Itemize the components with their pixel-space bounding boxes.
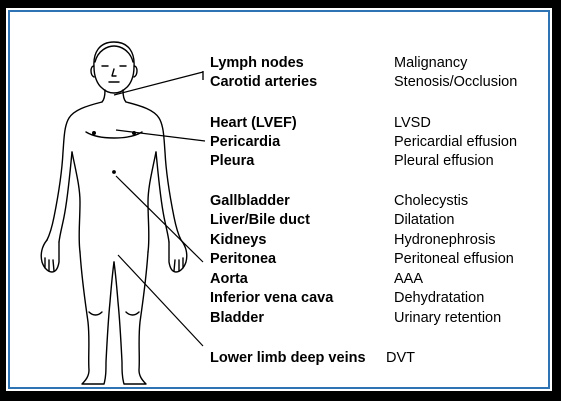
organ-label: Liver/Bile duct: [210, 212, 310, 228]
finding-label: AAA: [394, 271, 423, 287]
finding-label: Pericardial effusion: [394, 134, 517, 150]
organ-label: Pleura: [210, 153, 254, 169]
finding-label: Dilatation: [394, 212, 454, 228]
finding-label: Dehydratation: [394, 290, 484, 306]
organ-label: Peritonea: [210, 251, 276, 267]
organ-label: Heart (LVEF): [210, 115, 297, 131]
organ-label: Bladder: [210, 310, 264, 326]
finding-label: DVT: [386, 350, 415, 366]
organ-label: Carotid arteries: [210, 74, 317, 90]
organ-label: Lymph nodes: [210, 55, 304, 71]
finding-label: Stenosis/Occlusion: [394, 74, 517, 90]
leader-abdomen: [116, 176, 203, 262]
finding-label: Urinary retention: [394, 310, 501, 326]
leader-neck: [114, 72, 203, 95]
organ-label: Inferior vena cava: [210, 290, 333, 306]
finding-label: LVSD: [394, 115, 431, 131]
leader-legs: [118, 255, 203, 346]
finding-label: Malignancy: [394, 55, 467, 71]
organ-label: Aorta: [210, 271, 248, 287]
finding-label: Peritoneal effusion: [394, 251, 514, 267]
organ-label: Pericardia: [210, 134, 280, 150]
organ-label: Lower limb deep veins: [210, 350, 366, 366]
finding-label: Hydronephrosis: [394, 232, 496, 248]
finding-label: Cholecystis: [394, 193, 468, 209]
leader-pericardia: [116, 130, 205, 141]
finding-label: Pleural effusion: [394, 153, 494, 169]
organ-label: Kidneys: [210, 232, 266, 248]
organ-label: Gallbladder: [210, 193, 290, 209]
